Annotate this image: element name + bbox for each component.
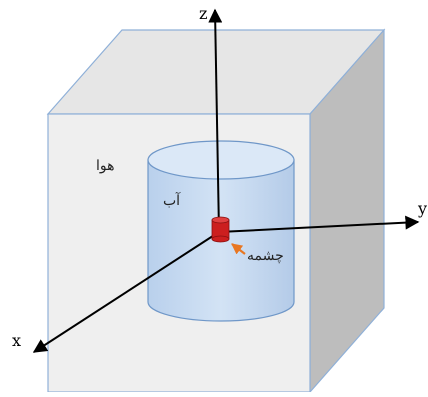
axis-y-line: [218, 215, 420, 233]
air-label: هوا: [96, 158, 115, 174]
axis-z-label: z: [199, 4, 207, 23]
axis-x-line: [32, 231, 220, 353]
source-pointer-icon: [231, 243, 246, 255]
source-label: چشمه: [247, 248, 284, 264]
axis-x-label: x: [12, 331, 21, 350]
source-marker-icon: [211, 216, 230, 243]
axis-y-label: y: [417, 199, 427, 218]
water-label: آب: [163, 191, 181, 209]
axis-z-line: [208, 8, 223, 233]
cylinder-top: [147, 140, 295, 180]
